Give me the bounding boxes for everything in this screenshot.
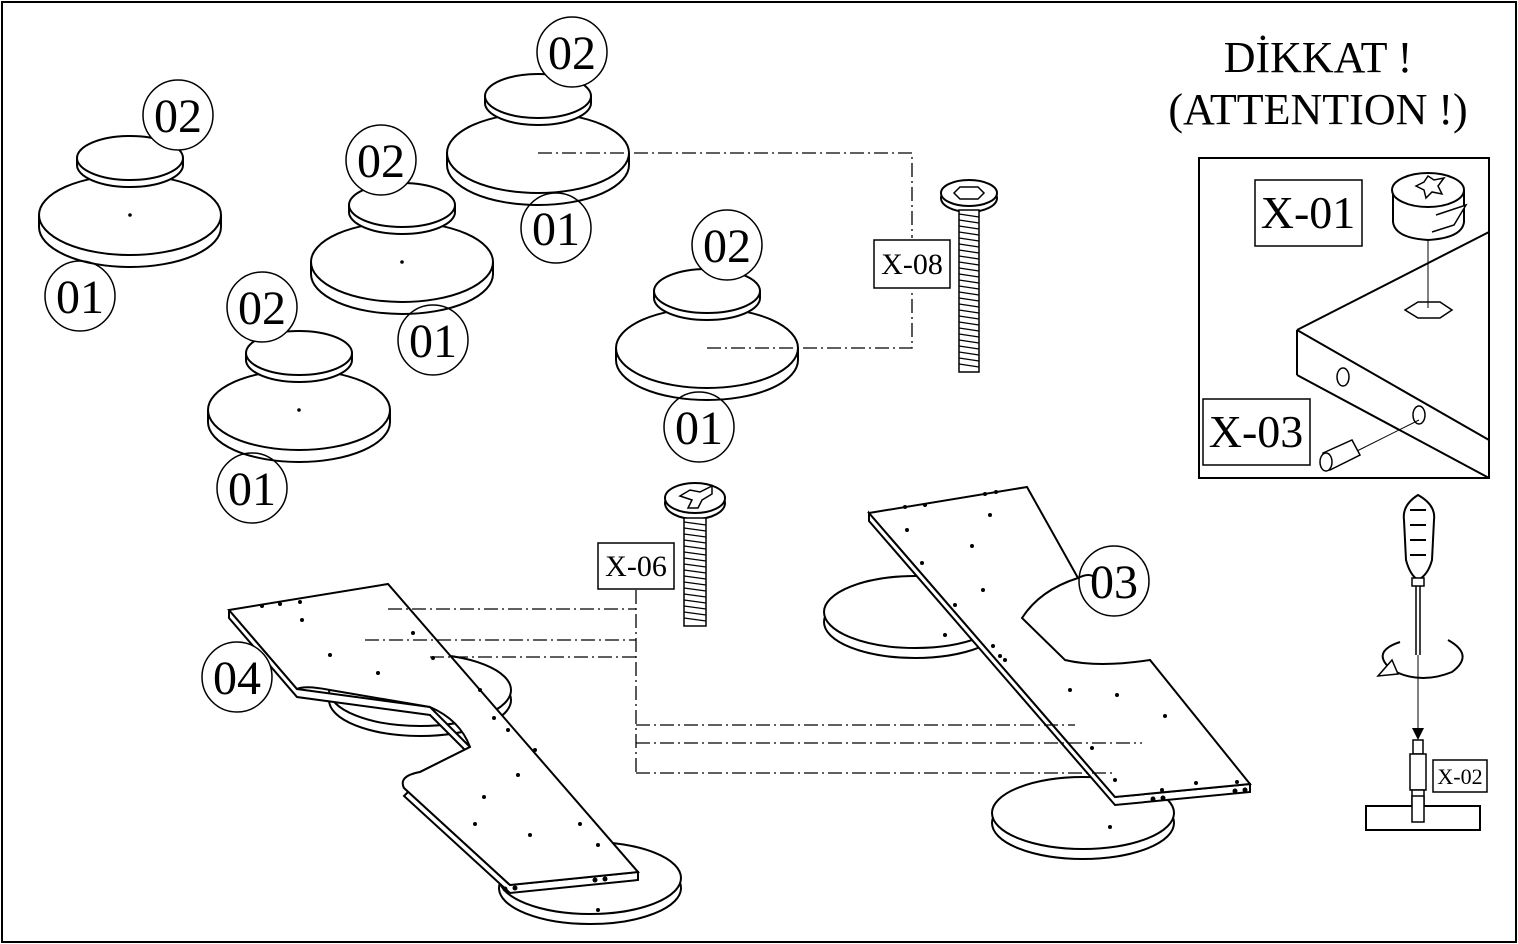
hardware-tag-x08 [873, 239, 951, 289]
attention-title: DİKKAT ! [1223, 33, 1413, 82]
hardware-label-x08: X-08 [881, 248, 943, 281]
disc-stack-2: 02 01 [310, 124, 494, 376]
attention-detail-box: X-01 X-03 [1198, 157, 1490, 479]
attention-notice: DİKKAT ! (ATTENTION !) [1128, 32, 1508, 136]
disc-stack-5: 02 01 [615, 209, 799, 463]
screwdriver-icon [1402, 493, 1436, 730]
dowel-icon [1319, 439, 1362, 472]
bolt-icon [940, 179, 998, 373]
part-label-03: 03 [1090, 556, 1138, 609]
part-label-02: 02 [154, 90, 202, 143]
attention-subtitle: (ATTENTION !) [1168, 85, 1468, 134]
hardware-label-x03: X-03 [1209, 406, 1304, 457]
hardware-label-x02: X-02 [1437, 764, 1482, 789]
x02-fitting: X-02 [1365, 728, 1488, 831]
part-label-01: 01 [532, 203, 580, 256]
part-label-01: 01 [228, 463, 276, 516]
hardware-tag-x01 [1254, 179, 1363, 247]
part-label-01: 01 [675, 402, 723, 455]
hardware-label-x06: X-06 [605, 550, 667, 583]
cam-lock-icon [1391, 172, 1468, 242]
disc-stack-3: 02 01 [446, 16, 630, 264]
part-label-04: 04 [213, 652, 261, 705]
disc-stack-4: 02 01 [207, 271, 391, 524]
part-label-02: 02 [703, 220, 751, 273]
part-label-01: 01 [56, 271, 104, 324]
x08-leader-lines [538, 152, 913, 349]
disc-stack-1: 02 01 [38, 79, 222, 332]
hardware-label-x01: X-01 [1261, 187, 1356, 238]
x06-leader-lines [365, 590, 1142, 774]
part-label-02: 02 [238, 282, 286, 335]
hardware-tag-x03 [1202, 398, 1311, 466]
screw-icon [664, 482, 726, 627]
panel-04: 04 [201, 582, 682, 925]
panel-03: 03 [823, 485, 1252, 860]
part-label-02: 02 [548, 27, 596, 80]
rotation-arrow-icon [1376, 639, 1464, 680]
part-label-01: 01 [409, 315, 457, 368]
part-label-02: 02 [357, 135, 405, 188]
hardware-tag-x06 [597, 542, 675, 590]
